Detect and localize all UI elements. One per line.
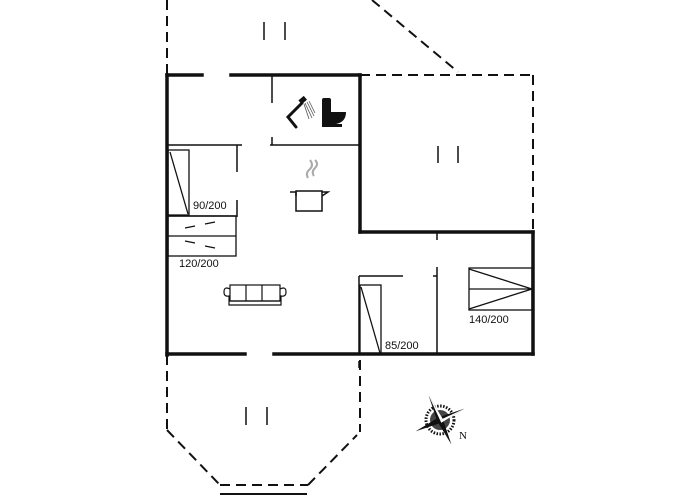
shower-icon [285,95,316,129]
bed-85-200 [359,284,382,355]
terrace-north-marker [263,22,286,40]
bed-label-140: 140/200 [469,314,509,326]
bed-label-120: 120/200 [179,258,219,270]
terrace-south [166,355,361,486]
cooking-pot-icon [290,159,331,212]
sofa-icon [223,284,287,306]
bed-140-200 [468,267,533,311]
compass-rose-icon [415,395,465,445]
bed-120-200 [167,215,237,257]
toilet-icon [322,98,346,127]
terrace-east-marker [437,146,459,163]
bed-label-90: 90/200 [193,200,227,212]
exterior-walls [165,73,535,357]
bed-90-200 [167,149,190,216]
terrace-north [166,0,459,75]
interior-walls [167,75,438,368]
bed-label-85: 85/200 [385,340,419,352]
terrace-south-marker [245,407,268,425]
terrace-east [360,74,534,232]
north-label: N [459,430,467,442]
